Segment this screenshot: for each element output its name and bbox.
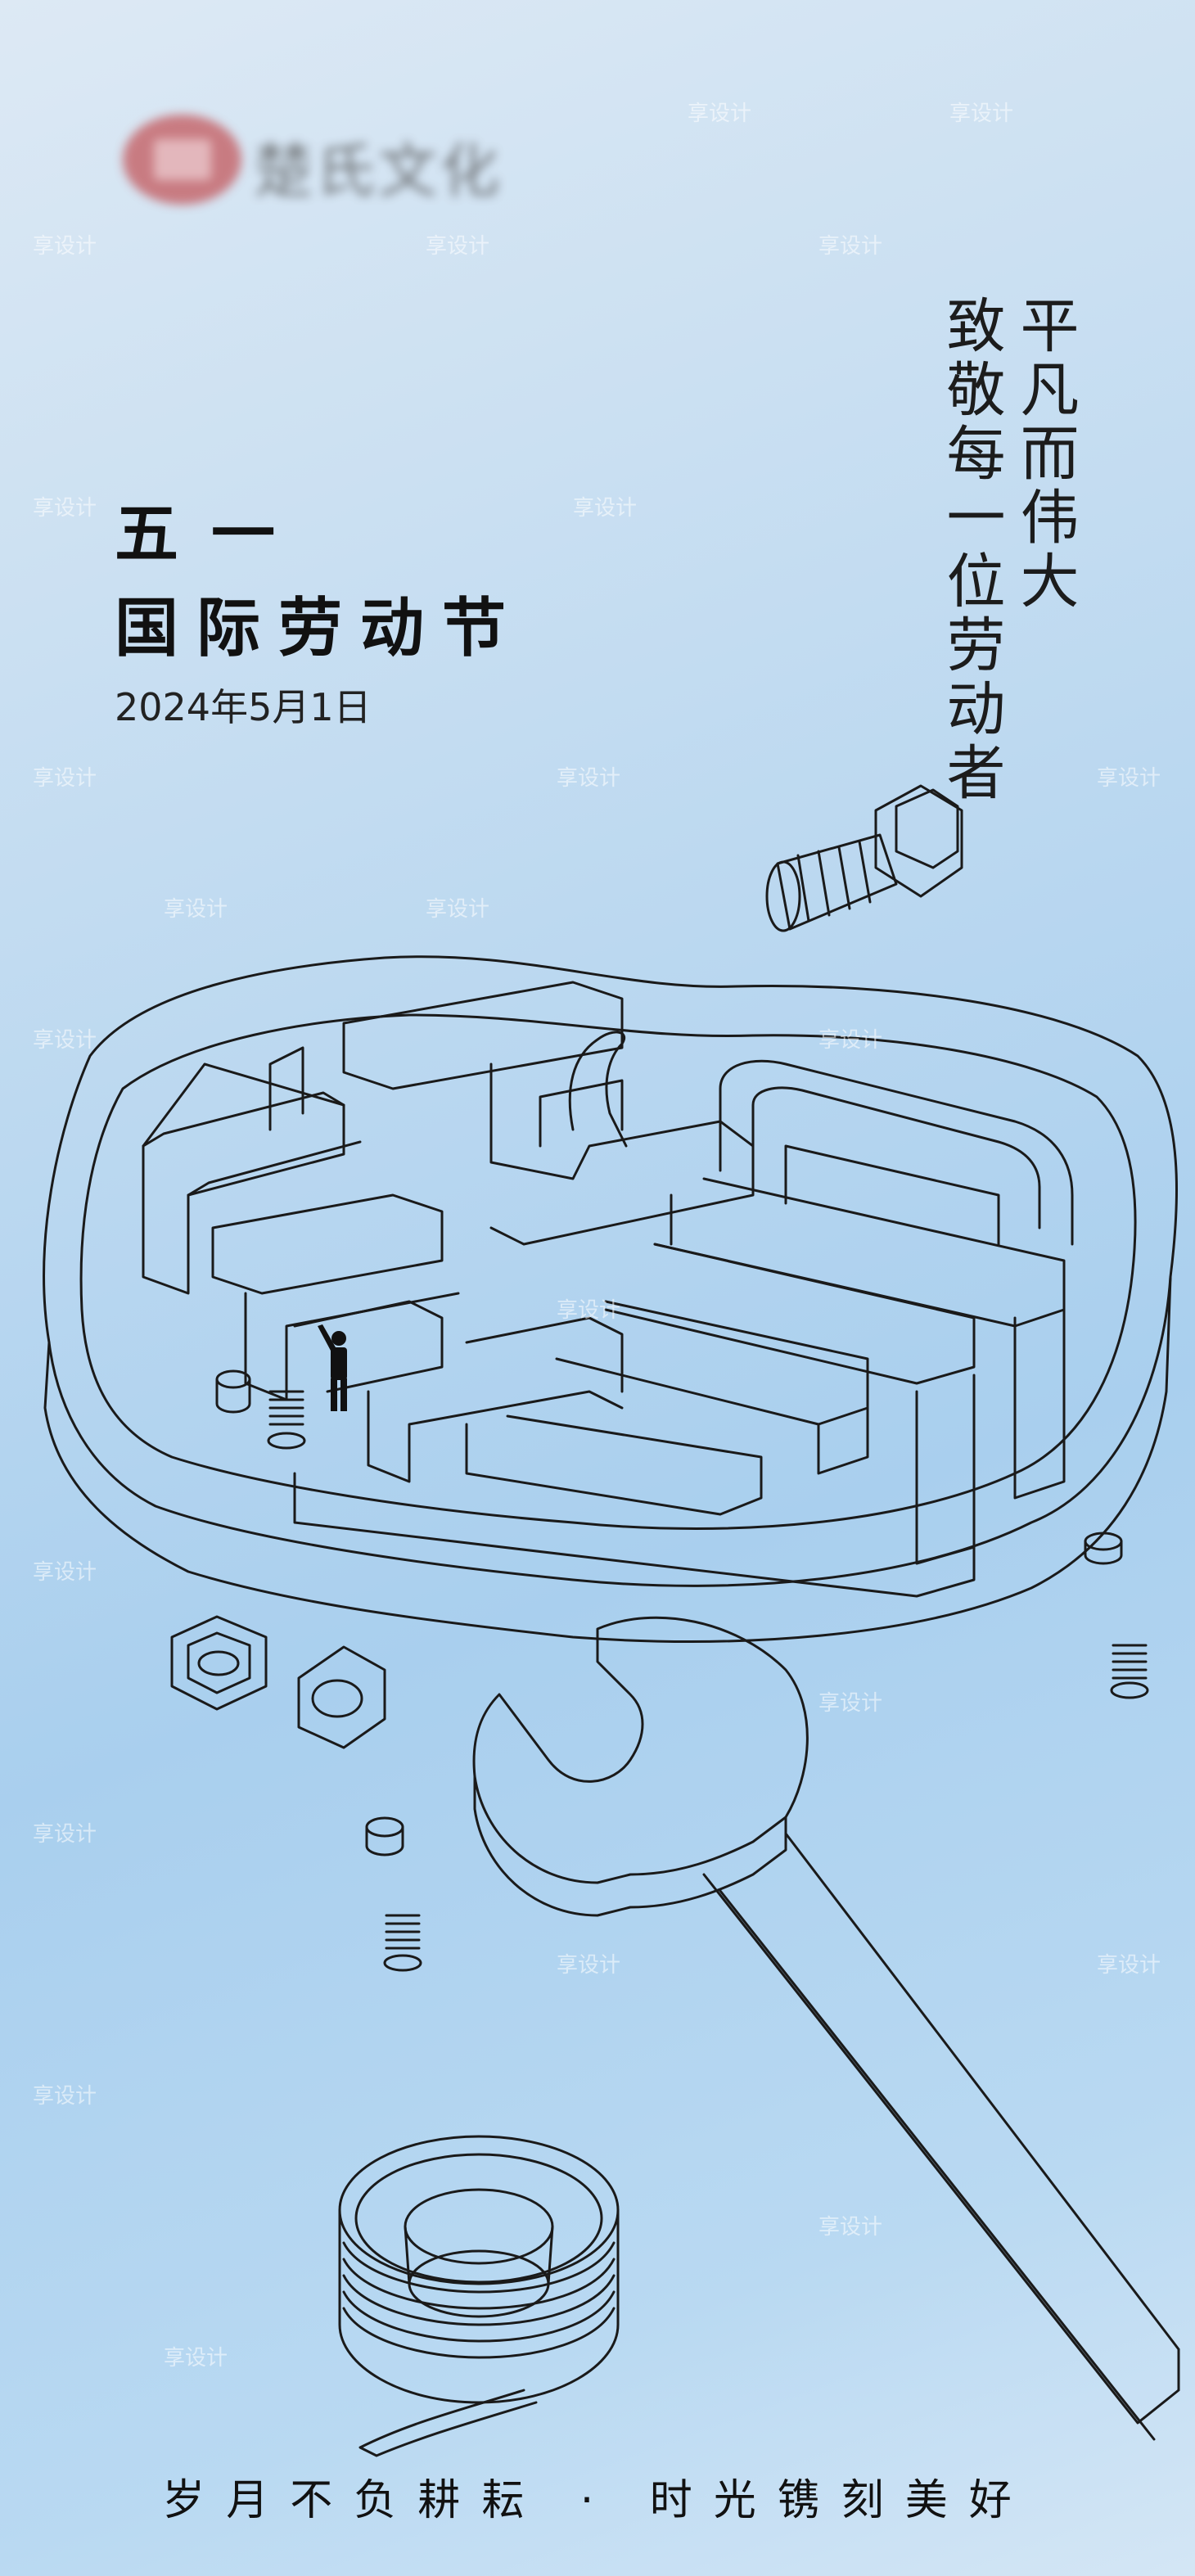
watermark: 享设计 [33, 765, 97, 790]
brand-logo-text: 楚氏文化 [254, 137, 503, 205]
bird-curl [568, 1031, 628, 1148]
watermark: 享设计 [33, 233, 97, 258]
watermark: 享设计 [557, 1952, 621, 1977]
vertical-text-column-1: 平凡而伟大 [1010, 295, 1079, 614]
watermark: 享设计 [33, 1027, 97, 1052]
watermark: 享设计 [33, 2083, 97, 2108]
watermark: 享设计 [557, 765, 621, 790]
maze-characters [142, 981, 1074, 1598]
watermark: 享设计 [33, 495, 97, 520]
watermark: 享设计 [688, 101, 752, 125]
watermark: 享设计 [426, 233, 490, 258]
worker-figure [318, 1324, 347, 1411]
watermark: 享设计 [818, 233, 883, 258]
watermark: 享设计 [1097, 765, 1161, 790]
vertical-text-column-2: 致敬每一位劳动者 [936, 295, 1005, 805]
spool-icon [338, 2135, 620, 2457]
title-line-1: 五一 [115, 498, 309, 571]
watermark: 享设计 [33, 1559, 97, 1584]
watermark: 享设计 [573, 495, 638, 520]
watermark: 享设计 [949, 101, 1014, 125]
plate-outline [43, 955, 1179, 1643]
watermark: 享设计 [426, 896, 490, 921]
watermark: 享设计 [818, 1690, 883, 1715]
watermark: 享设计 [1097, 1952, 1161, 1977]
bolt-icon [765, 784, 963, 932]
brand-logo: 楚氏文化 [123, 106, 532, 213]
wrench-icon [472, 1616, 1180, 2441]
watermark: 享设计 [33, 1821, 97, 1846]
bottom-slogan: 岁月不负耕耘 · 时光镌刻美好 [162, 2476, 1033, 2525]
title-line-2: 国际劳动节 [115, 592, 525, 665]
watermark: 享设计 [557, 1297, 621, 1322]
event-date: 2024年5月1日 [115, 685, 372, 729]
seal-icon [123, 115, 241, 205]
watermark: 享设计 [818, 1027, 883, 1052]
watermark: 享设计 [164, 896, 228, 921]
small-parts-icon [170, 1369, 1149, 1972]
watermark: 享设计 [818, 2214, 883, 2239]
watermark: 享设计 [164, 2345, 228, 2370]
